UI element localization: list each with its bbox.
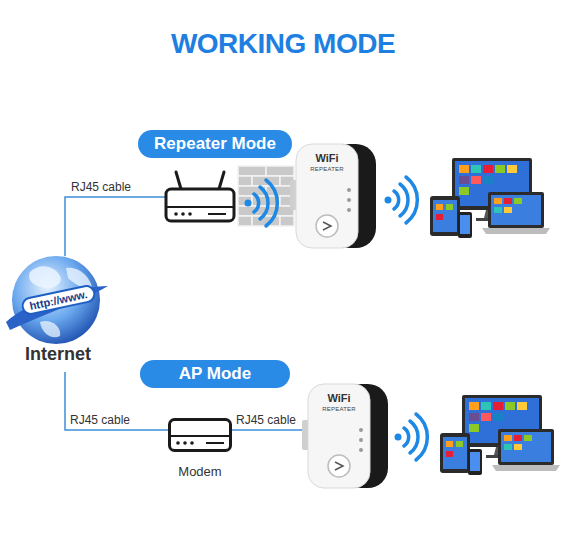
- mode-pill: Repeater Mode: [138, 130, 292, 158]
- globe-caption-wrap: Internet: [8, 344, 108, 365]
- title: WORKING MODE: [0, 28, 566, 60]
- mode-label: AP Mode: [179, 364, 251, 384]
- mode-label: Repeater Mode: [154, 134, 276, 154]
- cable-label: RJ45 cable: [235, 413, 297, 427]
- model-print: REPEATER: [296, 165, 358, 173]
- repeater-device: WiFiREPEATER: [302, 380, 390, 492]
- brand-logo: WiFi: [308, 392, 370, 405]
- cable-label: RJ45 cable: [70, 180, 132, 194]
- url-text: http://www.: [20, 283, 97, 316]
- modem-box: [168, 418, 232, 452]
- mode-pill: AP Mode: [140, 360, 290, 388]
- repeater-device: WiFiREPEATER: [290, 140, 378, 252]
- device-print: WiFiREPEATER: [296, 152, 358, 173]
- cable-line: [232, 429, 302, 431]
- internet-label: Internet: [25, 344, 91, 365]
- modem-caption-wrap: Modem: [158, 462, 242, 480]
- device-print: WiFiREPEATER: [308, 392, 370, 413]
- modem-node: Modem: [168, 418, 232, 480]
- url-ribbon: http://www.: [8, 290, 108, 309]
- model-print: REPEATER: [308, 405, 370, 413]
- modem-label: Modem: [178, 464, 221, 479]
- brand-logo: WiFi: [296, 152, 358, 165]
- internet-globe: http://www. Internet: [8, 248, 108, 370]
- cable-label: RJ45 cable: [69, 413, 131, 427]
